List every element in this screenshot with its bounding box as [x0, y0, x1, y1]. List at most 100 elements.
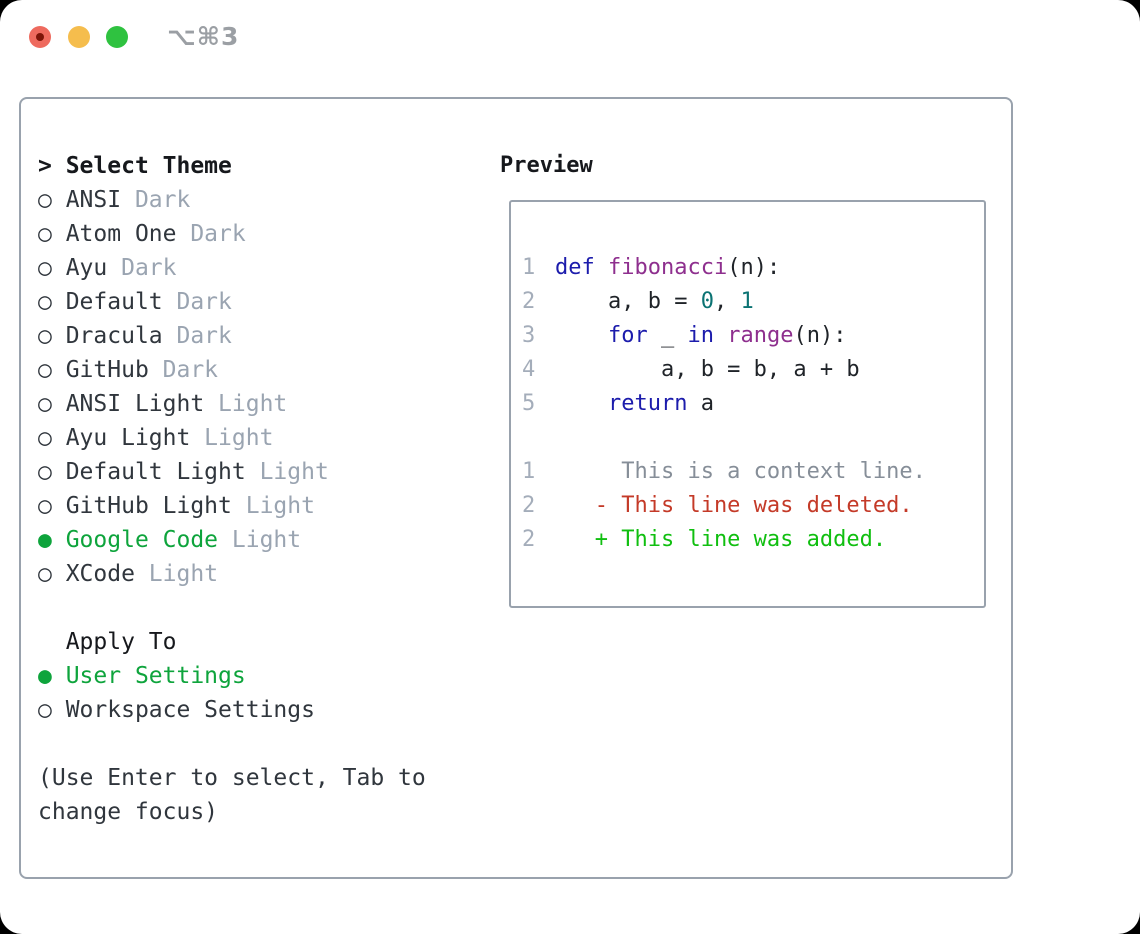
option-name: User Settings — [65, 663, 246, 689]
option-name: GitHub — [65, 357, 149, 383]
option-name: Ayu Light — [65, 425, 191, 451]
code-line: 2 a, b = 0, 1 — [522, 285, 984, 319]
theme-option[interactable]: ○ Ayu Dark — [38, 251, 426, 285]
line-number: 4 — [522, 357, 536, 382]
line-number: 5 — [522, 391, 536, 416]
code-token: (n): — [793, 323, 847, 348]
theme-option[interactable]: ○Atom One Dark — [38, 217, 426, 251]
radio-icon: ○ — [38, 561, 52, 587]
code-token: , — [713, 289, 741, 314]
radio-icon: ○ — [38, 221, 52, 247]
theme-option[interactable]: ○Ayu Light Light — [38, 421, 426, 455]
option-name: GitHub Light — [65, 493, 232, 519]
line-number: 2 — [522, 493, 536, 518]
radio-icon: ○ — [38, 697, 52, 723]
hint-line-1: (Use Enter to select, Tab to — [38, 765, 426, 791]
radio-icon: ○ — [38, 357, 52, 383]
radio-icon: ○ — [38, 391, 52, 417]
radio-icon: ○ — [38, 255, 52, 281]
apply-to-label: Apply To — [65, 629, 177, 655]
line-number: 3 — [522, 323, 536, 348]
radio-icon: ○ — [38, 459, 52, 485]
code-token: range — [727, 323, 794, 348]
close-button[interactable] — [29, 26, 51, 48]
code-token: for — [607, 323, 648, 348]
radio-icon: ○ — [38, 323, 52, 349]
minimize-button[interactable] — [68, 26, 90, 48]
code-token: (n): — [727, 255, 781, 280]
line-number: 2 — [522, 289, 536, 314]
option-name: XCode — [65, 561, 135, 587]
unsaved-changes-dot-icon — [36, 33, 44, 41]
theme-variant: Light — [134, 561, 219, 587]
theme-selector: >Select Theme ○ANSI Dark○Atom One Dark○A… — [38, 149, 426, 829]
code-token: 1 — [740, 289, 754, 314]
code-token: + This line was added. — [555, 527, 887, 552]
code-token: This is a context line. — [555, 459, 926, 484]
theme-variant: Dark — [162, 289, 232, 315]
theme-option[interactable]: ○GitHub Dark — [38, 353, 426, 387]
theme-option[interactable]: ○ XCode Light — [38, 557, 426, 591]
theme-list: ○ANSI Dark○Atom One Dark○Ayu Dark○Defaul… — [38, 183, 426, 591]
theme-variant: Dark — [176, 221, 246, 247]
apply-option[interactable]: ● User Settings — [38, 659, 426, 693]
code-token — [595, 255, 608, 280]
code-token — [714, 323, 727, 348]
radio-selected-icon: ● — [38, 527, 52, 553]
option-name: ANSI — [65, 187, 122, 213]
option-name: Google Code — [65, 527, 219, 553]
code-token: _ — [647, 323, 688, 348]
theme-option[interactable]: ○ Dracula Dark — [38, 319, 426, 353]
cursor-caret-icon: > — [38, 153, 52, 179]
option-name: Workspace Settings — [65, 697, 315, 723]
titlebar-shortcut: ⌥⌘3 — [167, 22, 240, 51]
option-name: ANSI Light — [65, 391, 205, 417]
code-line: 2 + This line was added. — [522, 523, 984, 557]
code-token: fibonacci — [608, 255, 728, 280]
code-line: 2 - This line was deleted. — [522, 489, 984, 523]
code-line: 3 for _ in range(n): — [522, 319, 984, 353]
code-token: - This line was deleted. — [555, 493, 913, 518]
code-token: def — [555, 255, 595, 280]
apply-option[interactable]: ○ Workspace Settings — [38, 693, 426, 727]
code-token: in — [687, 323, 714, 348]
theme-option[interactable]: ○ANSI Dark — [38, 183, 426, 217]
theme-variant: Dark — [162, 323, 232, 349]
theme-option[interactable]: ○ GitHub Light Light — [38, 489, 426, 523]
apply-options: ● User Settings ○ Workspace Settings — [38, 659, 426, 727]
radio-icon: ○ — [38, 289, 52, 315]
theme-variant: Light — [190, 425, 274, 451]
code-line — [522, 421, 984, 455]
code-token — [555, 391, 608, 416]
theme-variant: Light — [231, 493, 315, 519]
radio-icon: ○ — [38, 187, 52, 213]
theme-variant: Light — [245, 459, 329, 485]
zoom-button[interactable] — [106, 26, 128, 48]
apply-to-section: Apply To ● User Settings ○ Workspace Settin… — [38, 625, 426, 727]
code-token: return — [607, 391, 688, 416]
option-name: Ayu — [65, 255, 108, 281]
radio-selected-icon: ● — [38, 663, 52, 689]
theme-option[interactable]: ○ANSI Light Light — [38, 387, 426, 421]
code-token: a, b = — [555, 289, 701, 314]
theme-variant: Dark — [107, 255, 177, 281]
code-token: 0 — [700, 289, 714, 314]
window-titlebar: ⌥⌘3 — [0, 0, 1140, 74]
main-panel: >Select Theme ○ANSI Dark○Atom One Dark○A… — [19, 97, 1013, 879]
select-theme-title: Select Theme — [65, 153, 232, 179]
theme-option[interactable]: ●Google Code Light — [38, 523, 426, 557]
code-token — [555, 323, 608, 348]
option-name: Dracula — [65, 323, 163, 349]
radio-icon: ○ — [38, 493, 52, 519]
code-token: a — [687, 391, 714, 416]
code-token: a, b = b, a + b — [555, 357, 860, 382]
theme-option[interactable]: ○ Default Light Light — [38, 455, 426, 489]
line-number: 1 — [522, 459, 536, 484]
option-name: Default Light — [65, 459, 246, 485]
theme-option[interactable]: ○Default Dark — [38, 285, 426, 319]
hint-line-2: change focus) — [38, 799, 219, 825]
